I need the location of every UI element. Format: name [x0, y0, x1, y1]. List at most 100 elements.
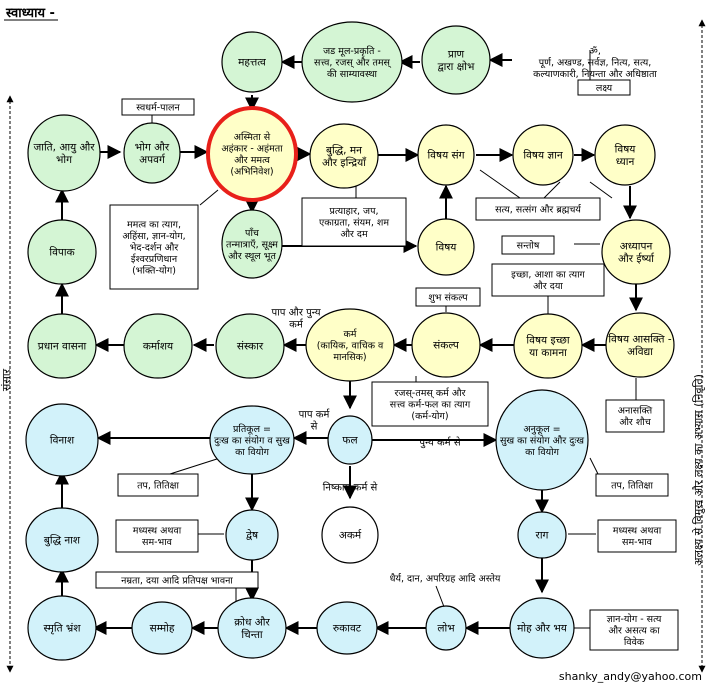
- node-shape: [601, 219, 671, 285]
- box-namrata: नम्रता, दया आदि प्रतिपक्ष भावना: [95, 571, 259, 589]
- text-line: अनासक्ति: [618, 405, 653, 417]
- node-sanskar: संस्कार: [215, 313, 285, 379]
- box-frame: [577, 79, 631, 96]
- text-line: लक्ष्य: [596, 83, 613, 94]
- text-line: प्रतिकूल =: [233, 423, 271, 435]
- text-line: (कर्म-योग): [411, 410, 448, 422]
- text-line: से: [311, 421, 318, 433]
- edge-label-paap-karm: पाप कर्मसे: [299, 409, 331, 433]
- node-karm: कर्म(कायिक, वाचिक वमानसिक): [305, 308, 395, 382]
- node-buddhi-nash: बुद्धि नाश: [25, 507, 99, 573]
- text-line: अस्मिता से: [234, 131, 271, 143]
- box-frame: [605, 399, 665, 433]
- text-line: विषय: [436, 241, 458, 254]
- text-line: महत्तत्व: [238, 57, 266, 69]
- node-shape: [421, 25, 491, 95]
- node-shape: [517, 511, 567, 559]
- box-frame: [301, 197, 407, 247]
- box-ichchha-tyag: इच्छा, आशा का त्यागऔर दया: [491, 263, 605, 297]
- node-shape: [27, 313, 97, 379]
- node-rukavat: रुकावट: [316, 601, 378, 655]
- text-line: तन्मात्राएँ, सूक्ष्म: [226, 238, 278, 250]
- text-line: ॐ,: [589, 46, 601, 57]
- text-line: जाति, आयु और: [33, 140, 95, 153]
- text-line: विषय: [615, 142, 637, 155]
- text-line: स्वधर्म-पालन: [136, 101, 180, 113]
- box-tap-left: तप, तितिक्षा: [117, 473, 199, 497]
- edge-label-nishkam: निष्काम कर्म से: [323, 482, 378, 494]
- text-line: अविद्या: [627, 345, 653, 358]
- text-line: विषय आसक्ति -: [608, 332, 672, 345]
- node-shape: [417, 218, 475, 276]
- text-line: और दया: [533, 280, 563, 292]
- node-jati-ayu-bhog: जाति, आयु औरभोग: [27, 114, 101, 192]
- text-line: अध्यापन: [620, 240, 653, 252]
- node-krodh: क्रोध औरचिन्ता: [217, 597, 287, 659]
- box-santosh: सन्तोष: [501, 235, 555, 255]
- text-line: ज्ञान-योग - सत्य: [607, 613, 662, 625]
- node-shape: [513, 313, 583, 379]
- text-line: (अभिनिवेश): [230, 166, 273, 178]
- text-line: मानसिक): [333, 351, 366, 363]
- box-frame: [501, 235, 555, 255]
- text-line: संकल्प: [433, 340, 460, 352]
- node-shape: [425, 605, 467, 651]
- box-anasakti: अनासक्तिऔर शौच: [605, 399, 665, 433]
- node-shape: [27, 114, 101, 192]
- text-line: अहिंसा, ज्ञान-योग,: [122, 230, 185, 242]
- text-line: दुःख का संयोग व सुख: [214, 434, 290, 446]
- box-frame: [475, 197, 601, 221]
- node-shape: [495, 389, 589, 491]
- node-shape: [509, 597, 575, 659]
- text-line: अहंकार - अहंमता: [221, 144, 283, 155]
- box-dhairya: धैर्य, दान, अपरिग्रह आदि अस्तेय: [390, 572, 501, 584]
- text-line: सन्तोष: [517, 239, 540, 251]
- node-mahattattva: महत्तत्व: [221, 31, 283, 93]
- box-frame: [589, 609, 679, 651]
- box-lakshya-desc: ॐ,पूर्ण, अखण्ड, सर्वज्ञ, नित्य, सत्य,कल्…: [533, 46, 657, 80]
- text-line: विषय ज्ञान: [523, 149, 563, 162]
- node-asmita: अस्मिता सेअहंकार - अहंमताऔर ममत्व(अभिनिव…: [206, 106, 298, 202]
- text-line: अनुकूल =: [523, 424, 560, 435]
- text-line: विषय संग: [427, 149, 465, 162]
- node-sammoh: सम्मोह: [131, 601, 193, 655]
- text-line: एकाग्रता, संयम, शम: [319, 217, 389, 228]
- text-line: या कामना: [529, 347, 567, 359]
- text-line: तप, तितिक्षा: [611, 479, 653, 491]
- text-line: नम्रता, दया आदि प्रतिपक्ष भावना: [121, 574, 233, 586]
- text-line: की साम्यावस्था: [327, 68, 378, 80]
- text-line: पाँच: [245, 227, 260, 239]
- node-vishay-dhyan: विषयध्यान: [594, 124, 656, 186]
- node-shape: [321, 506, 379, 564]
- diagram-title: स्वाध्याय -: [5, 6, 55, 21]
- node-vishay-sang: विषय संग: [417, 124, 475, 186]
- node-shape: [215, 313, 285, 379]
- node-shape: [27, 219, 97, 285]
- box-frame: [117, 473, 199, 497]
- text-line: धैर्य, दान, अपरिग्रह आदि अस्तेय: [390, 572, 501, 584]
- text-line: प्रत्याहार, जप,: [329, 206, 378, 217]
- text-line: सम्मोह: [150, 622, 175, 635]
- edge-label-paap-punya: पाप और पुन्यकर्म: [271, 307, 320, 331]
- node-sankalp: संकल्प: [411, 312, 481, 378]
- text-line: विपाक: [49, 246, 75, 259]
- footer-email: shanky_andy@yahoo.com: [559, 670, 702, 683]
- box-layer: ॐ,पूर्ण, अखण्ड, सर्वज्ञ, नित्य, सत्य,कल्…: [95, 46, 679, 651]
- text-line: अकर्म: [339, 529, 362, 542]
- text-line: प्राण: [448, 48, 465, 60]
- node-shape: [594, 124, 656, 186]
- node-shape: [25, 507, 99, 573]
- node-shape: [327, 415, 373, 465]
- node-shape: [605, 312, 675, 378]
- node-shape: [206, 106, 298, 202]
- text-line: अपवर्ग: [139, 153, 166, 166]
- node-panch-tanmatra: पाँचतन्मात्राएँ, सूक्ष्मऔर स्थूल भूत: [221, 209, 283, 279]
- text-line: कर्माशय: [143, 340, 174, 353]
- text-line: स्मृति भ्रंश: [44, 622, 82, 635]
- text-line: और ईर्ष्या: [618, 252, 655, 265]
- text-line: पूर्ण, अखण्ड, सर्वज्ञ, नित्य, सत्य,: [539, 56, 652, 68]
